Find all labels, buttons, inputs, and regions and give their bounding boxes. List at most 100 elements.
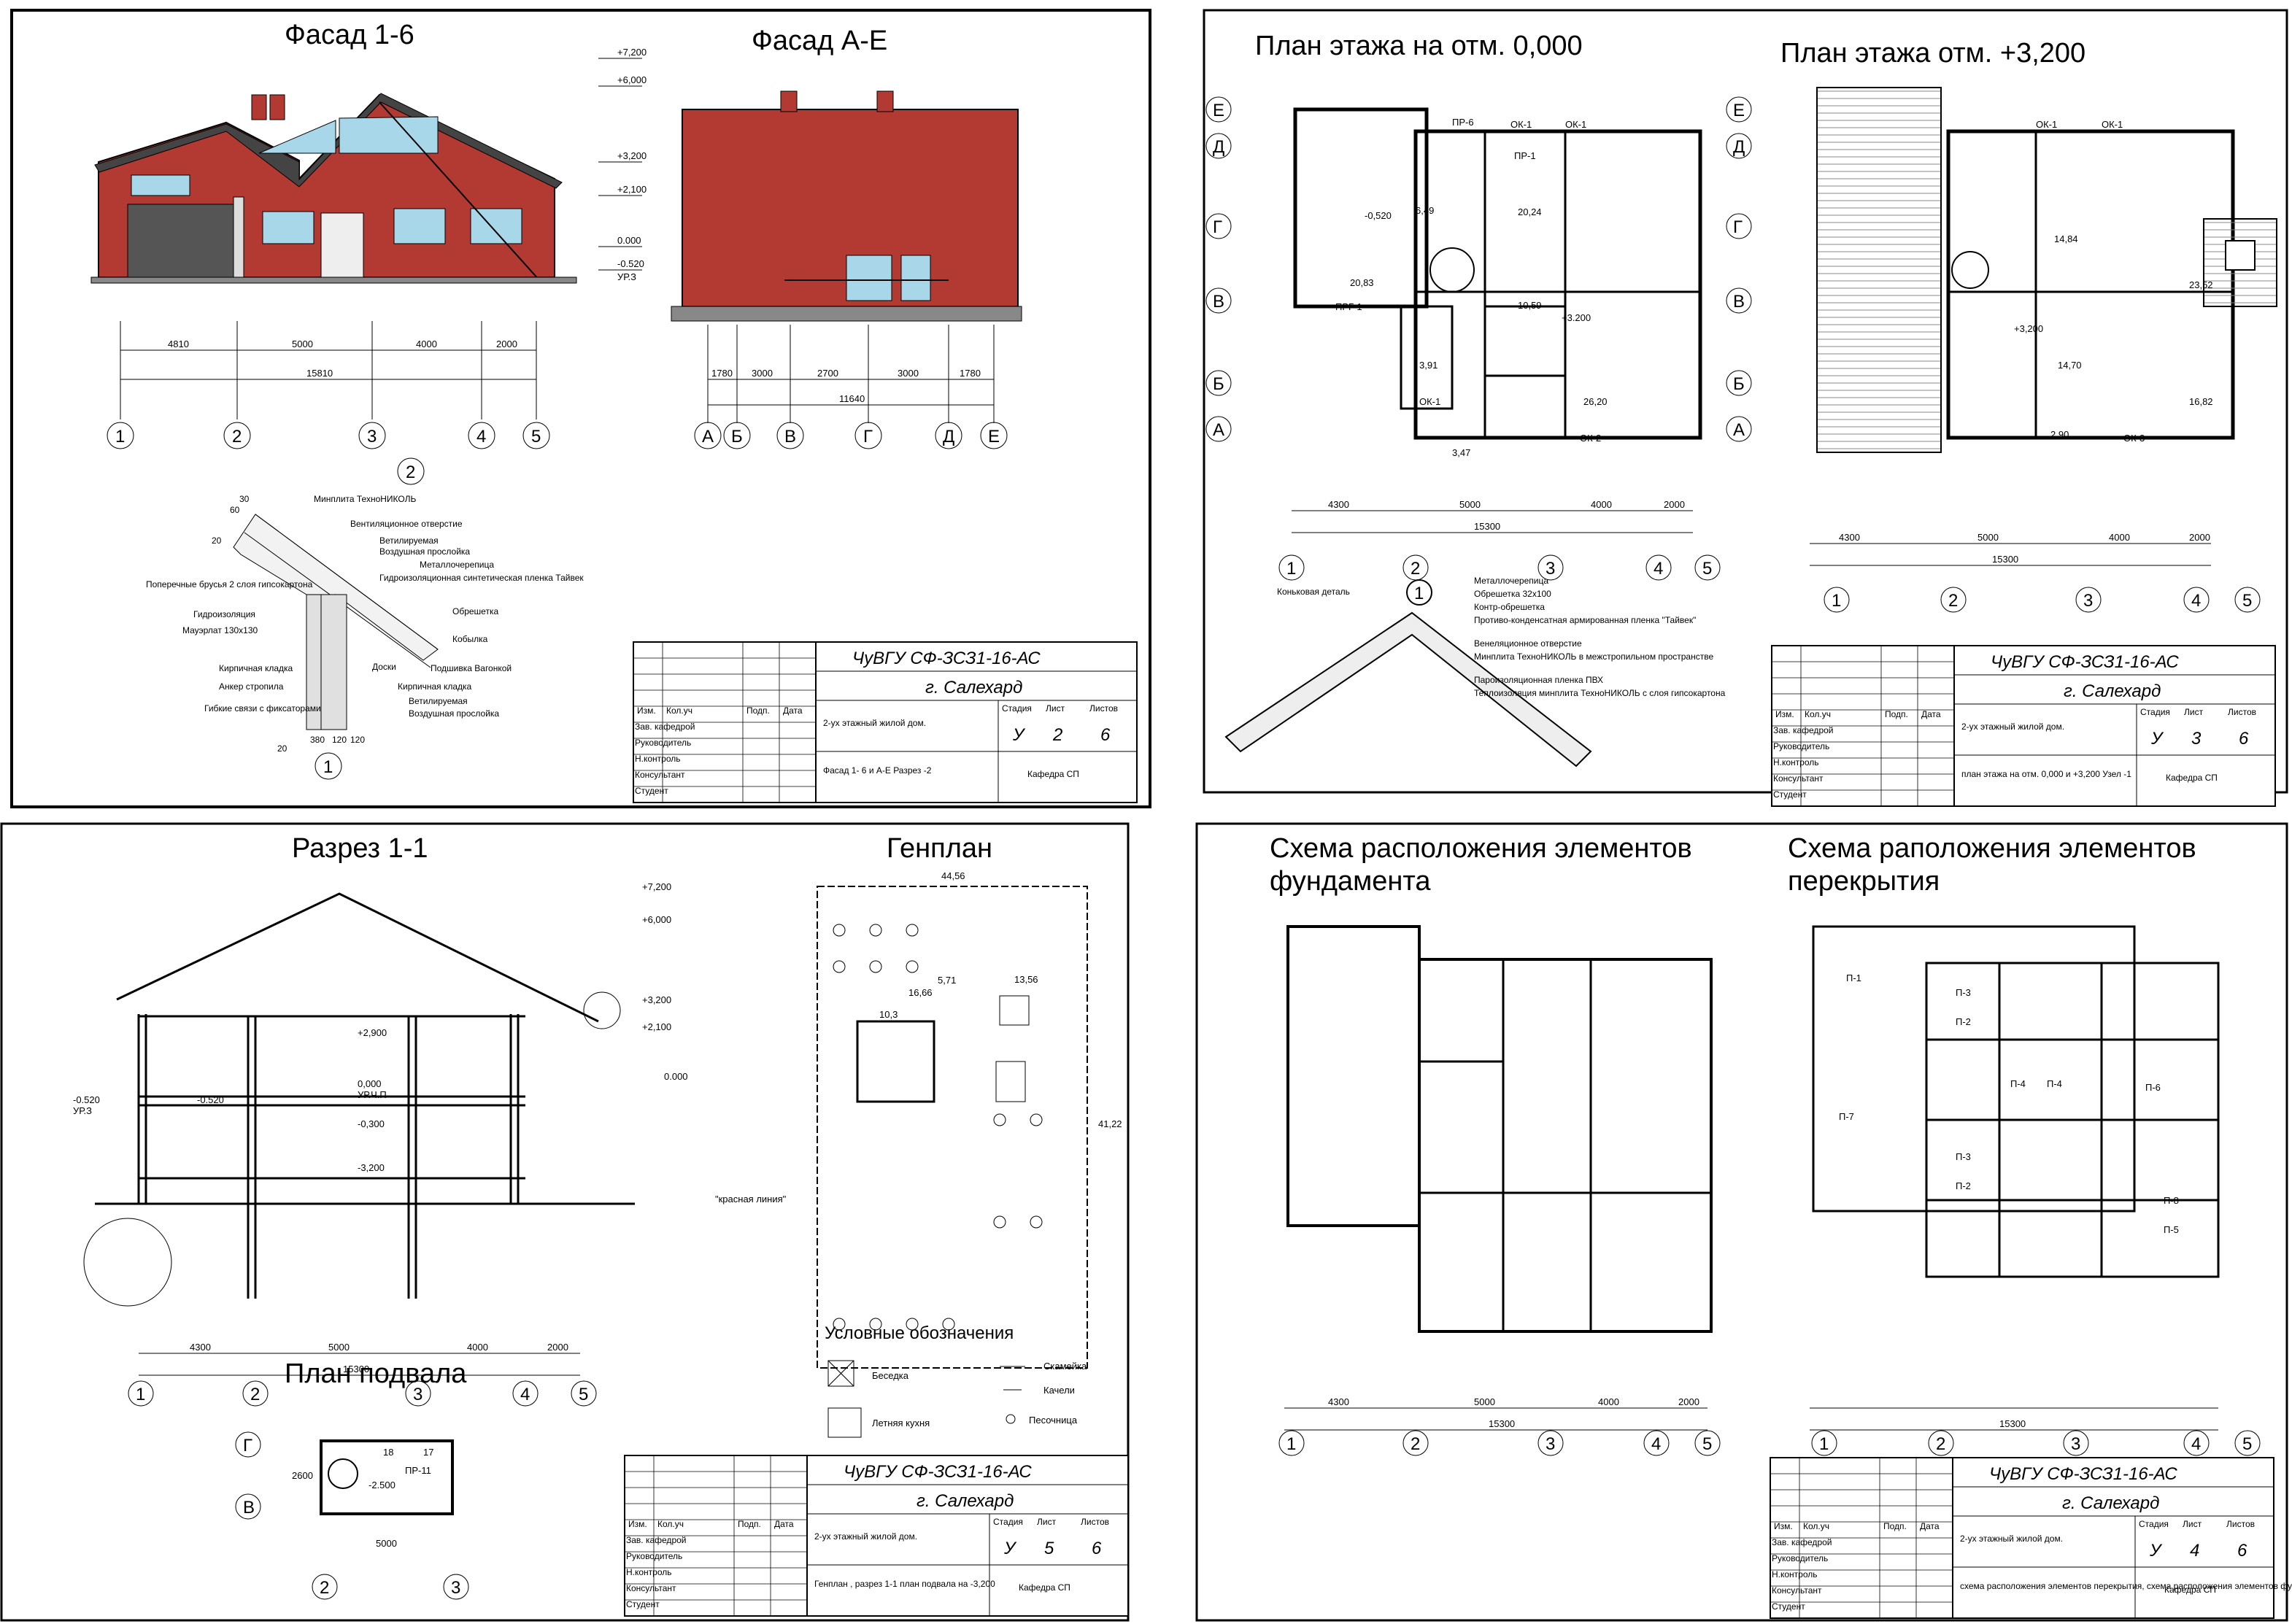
mark-0520: -0.520 xyxy=(617,258,644,269)
dim-4000: 4000 xyxy=(416,339,437,349)
dim-2700: 2700 xyxy=(817,368,838,379)
ridge-note-3: Противо-конденсатная армированная пленка… xyxy=(1474,615,1696,625)
opening-pr1: ПР-1 xyxy=(1514,150,1536,161)
facade-a-e-drawing xyxy=(671,90,1022,322)
stamp-stage: У xyxy=(2150,729,2164,749)
stamp-code: ЧуВГУ СФ-ЗСЗ1-16-АС xyxy=(852,649,1041,668)
basement-drawing xyxy=(235,1431,469,1600)
row-b-2: Б xyxy=(1733,374,1745,394)
axis-d: Д xyxy=(943,427,954,446)
slab-p6: П-6 xyxy=(2145,1082,2161,1093)
facade-1-6-axes xyxy=(107,422,550,485)
genplan-legend xyxy=(827,1360,1025,1438)
sec-mark-m3200: -3,200 xyxy=(358,1162,385,1173)
slab-p5: П-5 xyxy=(2164,1224,2179,1235)
node-dim-60: 60 xyxy=(230,505,240,515)
stamp-sheet: 4 xyxy=(2190,1541,2199,1561)
genplan-dim-4456: 44,56 xyxy=(941,870,965,881)
sec-mark-0520b: -0.520 xyxy=(197,1094,224,1105)
found-dim-5000: 5000 xyxy=(1474,1396,1495,1407)
section-drawing xyxy=(83,892,635,1307)
slab-p4b: П-4 xyxy=(2047,1078,2062,1089)
sec-mark-000b: 0.000 xyxy=(664,1071,688,1082)
sec-mark-0300: -0,300 xyxy=(358,1118,385,1129)
stamp-listov-h: Листов xyxy=(2226,1519,2255,1529)
axis-a: А xyxy=(702,427,714,446)
stamp-sheets: 6 xyxy=(2239,729,2249,749)
node-1-label: 1 xyxy=(323,757,333,777)
slab-title-1: Схема раположения элементов xyxy=(1788,833,2196,864)
basement-dim: 5000 xyxy=(376,1538,397,1549)
opening2-ok1-a: ОК-1 xyxy=(2036,119,2057,130)
s-axis-5: 5 xyxy=(2242,1434,2252,1454)
sheet-foundation-slab: Схема расположения элементов фундамента … xyxy=(1195,822,2288,1622)
slab-drawing xyxy=(1812,925,2220,1278)
sec-mark-2900: +2,900 xyxy=(358,1027,387,1038)
area2-1484: 14,84 xyxy=(2054,233,2078,244)
stamp-code: ЧуВГУ СФ-ЗСЗ1-16-АС xyxy=(1989,1464,2177,1484)
row-v-2: В xyxy=(1733,292,1745,312)
stamp-sheets: 6 xyxy=(2237,1541,2247,1561)
node-note-3: Воздушная прослойка xyxy=(379,546,470,557)
p2-dim-2000: 2000 xyxy=(2189,532,2210,543)
node-note-8: Подшивка Вагонкой xyxy=(431,663,512,673)
area-2024: 20,24 xyxy=(1518,206,1542,217)
stamp-code: ЧуВГУ СФ-ЗСЗ1-16-АС xyxy=(1991,652,2179,672)
sec-mark-urchp: УР.Ч.П xyxy=(358,1089,387,1100)
row-a: А xyxy=(1213,420,1224,440)
facade-marks xyxy=(598,58,642,271)
facade-1-6-title: Фасад 1-6 xyxy=(285,20,414,50)
basement-row-v: В xyxy=(243,1498,255,1517)
sec-mark-2100: +2,100 xyxy=(642,1021,671,1032)
node-dim-20: 20 xyxy=(212,535,222,546)
stamp-object: 2-ух этажный жилой дом. xyxy=(814,1531,917,1542)
genplan-dim-103: 10,3 xyxy=(879,1009,898,1020)
stamp-list-h: Лист xyxy=(2184,707,2204,717)
stamp-role: Зав. кафедрой xyxy=(626,1535,687,1545)
col-5-2: 5 xyxy=(2242,591,2252,611)
row-g-2: Г xyxy=(1733,217,1743,237)
stamp-dept: Кафедра СП xyxy=(2164,1585,2216,1595)
dim-3000-b: 3000 xyxy=(898,368,919,379)
ridge-note-5: Минплита ТехноНИКОЛЬ в межстропильном пр… xyxy=(1474,651,1713,662)
sec-dim-2000: 2000 xyxy=(547,1342,568,1353)
sec-dim-5000: 5000 xyxy=(328,1342,350,1353)
found-dim-4300: 4300 xyxy=(1328,1396,1349,1407)
stamp-role: Зав. кафедрой xyxy=(1773,725,1834,735)
found-dim-total: 15300 xyxy=(1489,1418,1515,1429)
p1-dim-4300: 4300 xyxy=(1328,499,1349,510)
area2-290: 2,90 xyxy=(2050,429,2069,440)
node-2-label: 2 xyxy=(406,463,415,482)
stamp-stage: У xyxy=(1012,725,1026,745)
slab-p7: П-7 xyxy=(1839,1111,1854,1122)
node-note-18: Поперечные брусья 2 слоя гипсокартона xyxy=(146,579,313,589)
s-axis-1: 1 xyxy=(1819,1434,1829,1454)
sheet-frame xyxy=(10,9,1151,808)
ridge-note-1: Обрешетка 32х100 xyxy=(1474,589,1551,599)
ridge-note-7: Теплоизоляция минплита ТехноНИКОЛЬ с сло… xyxy=(1474,688,1726,698)
legend-besedka: Беседка xyxy=(872,1370,909,1381)
slab-p3b: П-3 xyxy=(1956,1151,1971,1162)
facade-1-6-drawing xyxy=(90,93,577,284)
plan-row-axes xyxy=(1205,96,1752,442)
area-p3200: +3.200 xyxy=(1562,312,1591,323)
stamp-role: Зав. кафедрой xyxy=(635,722,695,732)
f-axis-5: 5 xyxy=(1702,1434,1712,1454)
sheet-frame xyxy=(1195,822,2288,1622)
sheet-section-site: Разрез 1-1 Генплан План подвала +7,200 +… xyxy=(0,822,1130,1622)
area-2620: 26,20 xyxy=(1583,396,1608,407)
area-m0520: -0,520 xyxy=(1365,210,1392,221)
stamp-izm: Изм. xyxy=(1775,709,1794,719)
col-2: 2 xyxy=(1411,559,1420,579)
stamp-izm: Изм. xyxy=(1774,1521,1793,1531)
foundation-drawing xyxy=(1286,925,1713,1333)
facade-1-6-dims xyxy=(120,321,537,419)
area-347: 3,47 xyxy=(1452,447,1470,458)
section-dims xyxy=(139,1353,580,1376)
slab-dim-total: 15300 xyxy=(1999,1418,2026,1429)
col-1: 1 xyxy=(1286,559,1296,579)
area-2083: 20,83 xyxy=(1350,277,1374,288)
stamp-listov-h: Листов xyxy=(2228,707,2256,717)
col-4-2: 4 xyxy=(2191,591,2201,611)
f-axis-2: 2 xyxy=(1411,1434,1420,1454)
